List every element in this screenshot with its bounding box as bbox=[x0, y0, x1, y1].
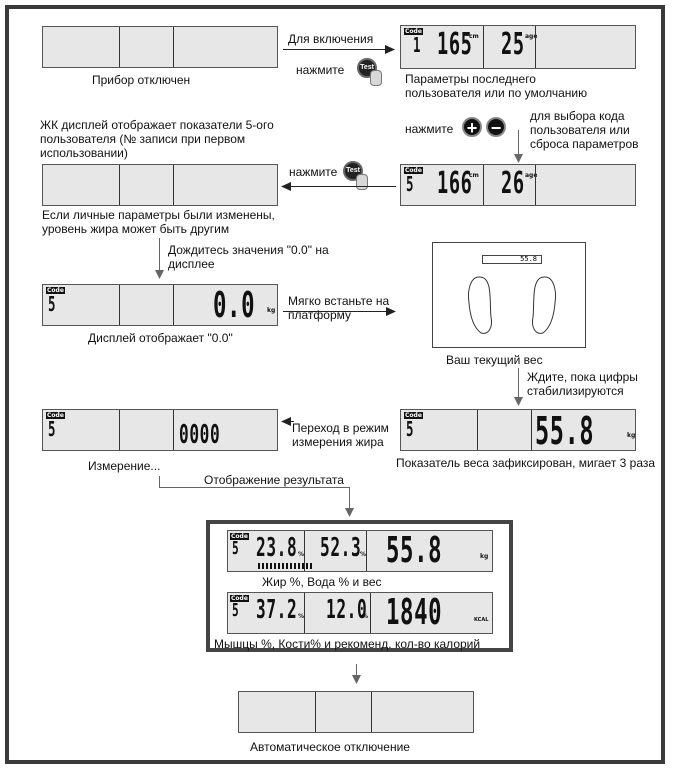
caption-weight-locked: Показатель веса зафиксирован, мигает 3 р… bbox=[396, 456, 656, 470]
label-to-turn-on: Для включения bbox=[288, 32, 373, 46]
lcd-user-digit: 1 bbox=[413, 35, 421, 55]
arrow-turn-on bbox=[283, 49, 388, 50]
lcd-user5-params: Code 5 166 cm 26 age bbox=[400, 164, 636, 206]
lcd-water: 52.3 bbox=[320, 535, 361, 561]
lcd-height: 165 bbox=[437, 30, 472, 60]
caption-show-result: Отображение результата bbox=[202, 473, 346, 487]
lcd-user-digit: 5 bbox=[48, 294, 56, 314]
unit-kg: kg bbox=[480, 553, 488, 560]
lcd-user-digit: 5 bbox=[406, 419, 414, 439]
lcd-user-digit: 5 bbox=[406, 174, 414, 194]
arrow-down-2 bbox=[159, 238, 160, 272]
lcd-age: 25 bbox=[501, 30, 525, 60]
lcd-user-digit: 5 bbox=[232, 540, 239, 558]
caption-to-fat-mode: Переход в режим измерения жира bbox=[292, 421, 402, 449]
lcd-weight: 0.0 bbox=[213, 288, 255, 324]
caption-wait-stable: Ждите, пока цифры стабилизируются bbox=[527, 370, 657, 398]
unit-cm: cm bbox=[469, 172, 479, 179]
lcd-measuring: Code 5 0000 bbox=[42, 409, 278, 451]
caption-device-off: Прибор отключен bbox=[92, 73, 190, 87]
minus-button[interactable]: − bbox=[486, 117, 506, 137]
lcd-fat: 23.8 bbox=[256, 535, 297, 561]
lcd-last-user: Code 1 165 cm 25 age bbox=[400, 25, 636, 69]
lcd-kcal: 1840 bbox=[386, 595, 442, 631]
lcd-measure: 0000 bbox=[179, 422, 220, 448]
caption-changed: Если личные параметры были изменены, уро… bbox=[42, 208, 302, 236]
caption-auto-off: Автоматическое отключение bbox=[250, 740, 410, 754]
arrowhead-down-icon bbox=[345, 508, 354, 517]
lcd-weight-locked: Code 5 55.8 kg bbox=[400, 409, 636, 451]
label-press-pm: нажмите bbox=[405, 122, 453, 136]
lcd-user5-blank bbox=[42, 164, 278, 206]
arrow-down-3 bbox=[518, 368, 519, 400]
arrowhead-down-icon bbox=[514, 154, 523, 163]
arrowhead-icon bbox=[385, 45, 395, 54]
caption-current-weight: Ваш текущий вес bbox=[446, 353, 543, 367]
connector-line bbox=[159, 487, 350, 488]
scale-mini-display: 55.8 bbox=[482, 255, 542, 264]
finger-icon bbox=[356, 174, 368, 190]
caption-wait-00: Дождитесь значения "0.0" на дисплее bbox=[168, 243, 338, 271]
caption-shows-00: Дисплей отображает "0.0" bbox=[88, 331, 233, 345]
arrow-back bbox=[288, 186, 396, 187]
lcd-user-digit: 5 bbox=[232, 602, 239, 620]
caption-select-code: для выбора кода пользователя или сброса … bbox=[530, 109, 655, 151]
arrowhead-down-icon bbox=[155, 270, 164, 279]
lcd-age: 26 bbox=[501, 169, 525, 199]
caption-last-user: Параметры последнего пользователя или по… bbox=[405, 72, 605, 100]
lcd-zero: Code 5 0.0 kg bbox=[42, 284, 278, 326]
lcd-weight: 55.8 bbox=[386, 533, 442, 569]
unit-pct: % bbox=[362, 613, 368, 620]
lcd-user-digit: 5 bbox=[48, 419, 56, 439]
lcd-off bbox=[42, 26, 278, 68]
lcd-muscle: 37.2 bbox=[256, 597, 297, 623]
result-box: Code 5 23.8 % 52.3 % 55.8 kg Жир %, Вода… bbox=[206, 520, 513, 652]
arrowhead-left-icon bbox=[281, 182, 291, 191]
arrowhead-down-icon bbox=[352, 675, 361, 684]
lcd-bargraph bbox=[258, 563, 314, 569]
caption-user5: ЖК дисплей отображает показатели 5-ого п… bbox=[40, 118, 290, 160]
arrowhead-down-icon bbox=[514, 397, 523, 406]
lcd-height: 166 bbox=[437, 169, 472, 199]
arrow-step-on bbox=[283, 311, 389, 312]
caption-measuring: Измерение... bbox=[88, 459, 160, 473]
lcd-result-fat: Code 5 23.8 % 52.3 % 55.8 kg bbox=[227, 530, 493, 572]
unit-cm: cm bbox=[469, 33, 479, 40]
caption-fat-water-weight: Жир %, Вода % и вес bbox=[262, 575, 382, 589]
unit-kg: kg bbox=[627, 432, 635, 439]
unit-kg: kg bbox=[267, 307, 275, 314]
arrowhead-icon bbox=[386, 307, 396, 316]
plus-button[interactable]: + bbox=[462, 117, 482, 137]
caption-muscle-bone-cal: Мышцы %, Кости% и рекоменд. кол-во калор… bbox=[214, 637, 480, 651]
footprints-icon bbox=[457, 269, 567, 341]
finger-icon bbox=[370, 70, 382, 86]
arrowhead-left-icon bbox=[281, 417, 291, 426]
lcd-auto-off bbox=[238, 691, 474, 733]
lcd-result-muscle: Code 5 37.2 % 12.0 % 1840 KCAL bbox=[227, 592, 493, 634]
lcd-weight: 55.8 bbox=[535, 412, 594, 450]
label-press-1: нажмите bbox=[296, 63, 344, 77]
scale-platform: 55.8 bbox=[432, 242, 586, 348]
label-press-2: нажмите bbox=[289, 165, 337, 179]
unit-kcal: KCAL bbox=[474, 617, 488, 623]
